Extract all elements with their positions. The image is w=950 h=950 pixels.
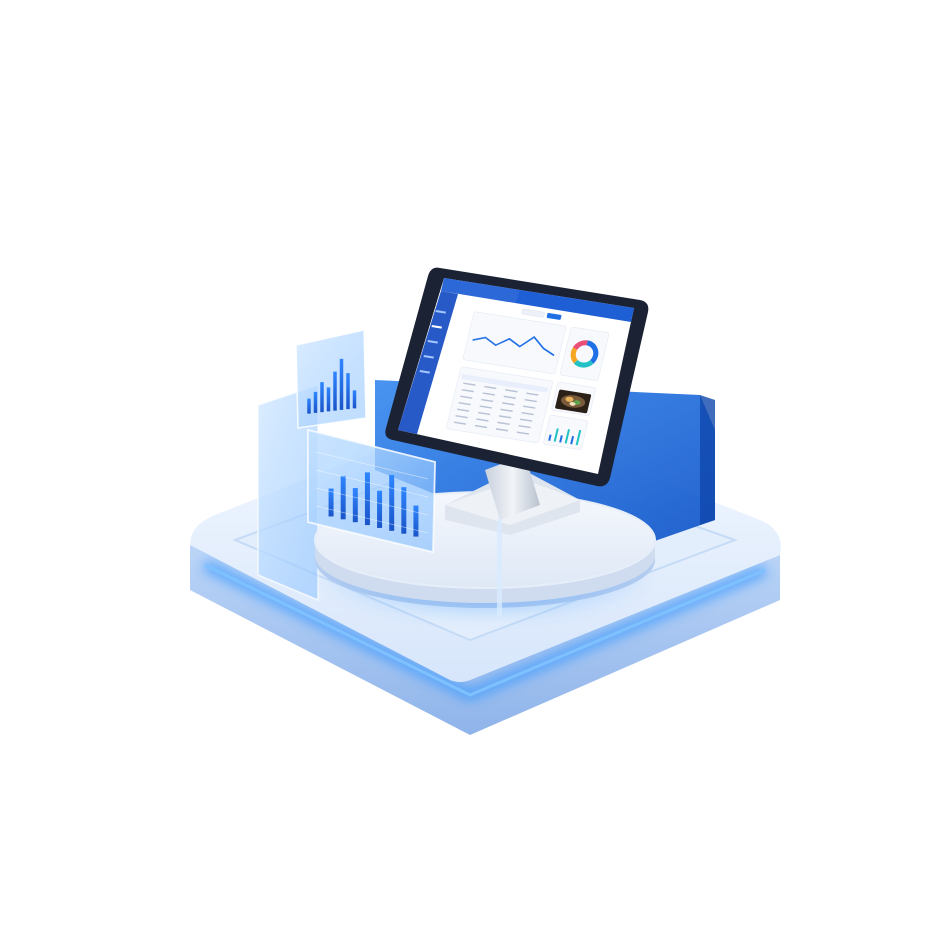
back-chart-bar	[352, 390, 357, 409]
table-cell	[500, 408, 513, 412]
back-chart-bar	[313, 391, 318, 413]
table-cell	[458, 402, 471, 406]
table-cell	[463, 382, 476, 386]
table-cell	[505, 389, 518, 393]
donut-card	[559, 326, 610, 381]
table-cell	[516, 431, 530, 435]
mini-bar	[564, 429, 571, 444]
table-cell	[502, 402, 515, 406]
front-chart-bar	[413, 505, 419, 537]
table-cell	[498, 415, 512, 419]
tablet	[385, 267, 649, 487]
table-cell	[484, 385, 497, 390]
back-chart-bar	[339, 358, 344, 410]
table-cell	[461, 389, 474, 393]
dashboard-topbar	[441, 278, 634, 322]
table-cell	[456, 408, 470, 412]
back-chart-bar	[320, 382, 324, 413]
table-cell	[497, 421, 510, 425]
table-cell	[503, 395, 516, 399]
table-cell	[477, 411, 491, 416]
table-cell	[482, 392, 495, 396]
front-chart-bar	[401, 487, 407, 534]
back-chart-bar	[333, 371, 337, 411]
dashboard-sidebar	[398, 291, 458, 434]
table-cell	[476, 418, 489, 422]
dashboard-line-chart	[472, 336, 555, 357]
front-chart-gridline	[315, 469, 429, 498]
front-chart-bar	[328, 488, 334, 517]
table-cell	[481, 398, 494, 403]
mini-bar	[575, 429, 582, 446]
table-cell	[523, 405, 536, 409]
table-cell	[524, 398, 537, 403]
front-chart-gridline	[315, 505, 429, 534]
back-chart-panel	[295, 329, 367, 429]
front-chart-bar	[377, 490, 383, 528]
back-chart-bars	[307, 358, 357, 414]
mini-bar-chart	[548, 428, 582, 446]
front-chart-gridline	[315, 451, 429, 480]
mini-bar	[553, 428, 559, 442]
front-chart-bar	[352, 488, 358, 523]
sidebar-items	[419, 310, 446, 374]
table-header	[461, 374, 549, 393]
mini-bars-card	[543, 414, 589, 450]
front-chart-bar	[340, 475, 346, 520]
tablet-stand	[445, 455, 580, 535]
mini-bar	[570, 436, 575, 445]
table-cell	[526, 392, 539, 396]
mini-bar	[548, 434, 552, 441]
table-cell	[495, 428, 509, 432]
table-cell	[453, 421, 467, 425]
query-button[interactable]	[546, 312, 562, 320]
search-field[interactable]	[521, 308, 545, 318]
table-cell	[460, 395, 473, 399]
front-chart-panel	[307, 428, 436, 554]
table-cell	[518, 424, 531, 429]
front-chart-bar	[389, 475, 395, 531]
mini-bar	[559, 435, 563, 443]
back-chart-bar	[346, 373, 350, 410]
front-chart-gridline	[315, 487, 429, 516]
table-cell	[479, 405, 492, 409]
table-cell	[519, 418, 533, 422]
donut-segment	[570, 340, 599, 368]
front-chart-bars	[315, 451, 429, 537]
table-cell	[521, 411, 534, 416]
back-chart-bar	[326, 387, 331, 412]
table-cell	[474, 424, 488, 429]
donut-segment	[570, 340, 599, 368]
front-chart-bar	[364, 472, 370, 526]
table-cell	[455, 415, 468, 419]
donut-segment	[570, 340, 599, 368]
right-glass-panel	[497, 518, 502, 618]
table-rows	[453, 374, 549, 435]
back-chart-bar	[307, 398, 311, 414]
dashboard-donut-chart	[570, 340, 599, 368]
